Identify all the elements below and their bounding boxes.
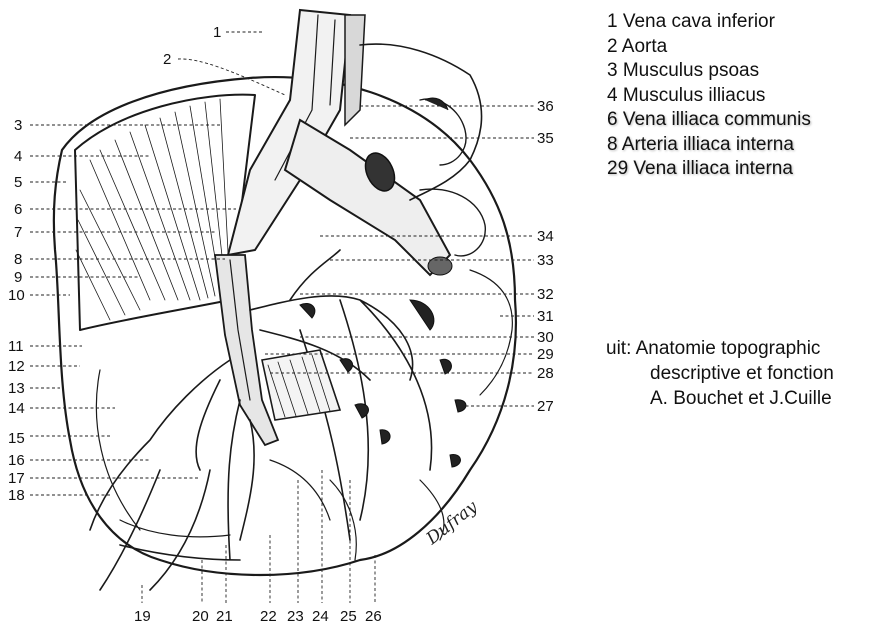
svg-text:9: 9 [14, 269, 22, 286]
left-labels: 3 4 5 6 7 8 9 10 11 12 13 14 15 16 17 18 [8, 117, 236, 504]
bottom-labels: 19 20 21 22 23 24 25 26 [134, 470, 382, 625]
svg-text:33: 33 [537, 252, 554, 269]
svg-text:12: 12 [8, 358, 25, 375]
svg-text:20: 20 [192, 608, 209, 625]
svg-text:27: 27 [537, 398, 554, 415]
internal-iliac-vessel [215, 255, 278, 445]
svg-text:24: 24 [312, 608, 329, 625]
illustrator-signature: Dufray [422, 497, 482, 550]
svg-text:14: 14 [8, 400, 25, 417]
svg-text:29: 29 [537, 346, 554, 363]
svg-text:15: 15 [8, 430, 25, 447]
legend-item: 8 Arteria illiaca interna [607, 133, 811, 158]
legend: 1 Vena cava inferior 2 Aorta 3 Musculus … [607, 10, 811, 182]
svg-text:4: 4 [14, 148, 22, 165]
svg-text:36: 36 [537, 98, 554, 115]
source-line: uit: Anatomie topographic [606, 338, 820, 359]
svg-text:18: 18 [8, 487, 25, 504]
svg-text:22: 22 [260, 608, 277, 625]
common-iliac-vessel [285, 120, 452, 275]
source-citation: uit: Anatomie topographic descriptive et… [606, 336, 834, 411]
svg-text:31: 31 [537, 308, 554, 325]
svg-text:8: 8 [14, 251, 22, 268]
piriformis-muscle [262, 350, 340, 420]
svg-text:26: 26 [365, 608, 382, 625]
svg-text:5: 5 [14, 174, 22, 191]
svg-text:28: 28 [537, 365, 554, 382]
svg-text:1: 1 [213, 24, 221, 41]
legend-item: 29 Vena illiaca interna [607, 157, 811, 182]
legend-item: 4 Musculus illiacus [607, 84, 811, 109]
svg-text:7: 7 [14, 224, 22, 241]
svg-text:25: 25 [340, 608, 357, 625]
svg-text:19: 19 [134, 608, 151, 625]
legend-item: 3 Musculus psoas [607, 59, 811, 84]
svg-text:35: 35 [537, 130, 554, 147]
svg-text:3: 3 [14, 117, 22, 134]
svg-text:32: 32 [537, 286, 554, 303]
svg-text:34: 34 [537, 228, 554, 245]
svg-text:16: 16 [8, 452, 25, 469]
legend-item: 1 Vena cava inferior [607, 10, 811, 35]
svg-text:10: 10 [8, 287, 25, 304]
legend-item: 6 Vena illiaca communis [607, 108, 811, 133]
svg-text:30: 30 [537, 329, 554, 346]
legend-item: 2 Aorta [607, 35, 811, 60]
source-line: A. Bouchet et J.Cuille [606, 386, 834, 411]
top-labels: 1 2 [163, 24, 285, 95]
svg-text:11: 11 [8, 338, 24, 355]
svg-text:2: 2 [163, 51, 171, 68]
svg-text:6: 6 [14, 201, 22, 218]
svg-text:23: 23 [287, 608, 304, 625]
svg-text:21: 21 [216, 608, 233, 625]
source-line: descriptive et fonction [606, 361, 834, 386]
svg-text:13: 13 [8, 380, 25, 397]
svg-text:17: 17 [8, 470, 25, 487]
